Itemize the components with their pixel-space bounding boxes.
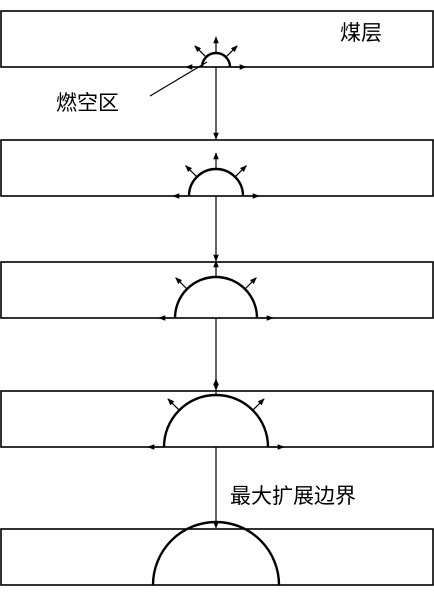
max-boundary-label: 最大扩展边界: [230, 484, 356, 508]
coal-seam-rect: [0, 528, 434, 586]
burn-cavity-label: 燃空区: [56, 91, 119, 115]
radial-expansion-arrow: [252, 398, 265, 411]
radial-expansion-arrow: [194, 45, 207, 58]
cavity-arc: [200, 51, 232, 68]
radial-expansion-arrow: [175, 277, 188, 290]
radial-expansion-arrow: [167, 398, 180, 411]
coal-seam-rect: [0, 390, 434, 448]
seam-panel-stage-3: [0, 260, 434, 321]
radial-expansion-arrow: [234, 165, 247, 178]
radial-expansion-arrow: [225, 45, 238, 58]
cavity-arc: [173, 275, 259, 319]
burn-cavity-leader-line: [149, 61, 208, 97]
radial-expansion-arrow: [244, 277, 257, 290]
seam-panel-stage-1: [0, 10, 434, 70]
coal-seam-label: 煤层: [340, 21, 382, 45]
seam-panel-stage-4: [0, 378, 434, 450]
seam-panels: [0, 10, 434, 586]
seam-panel-stage-5: [0, 520, 434, 586]
seam-panel-stage-2: [0, 139, 434, 199]
radial-expansion-arrow: [185, 165, 198, 178]
coal-seam-rect: [0, 261, 434, 319]
